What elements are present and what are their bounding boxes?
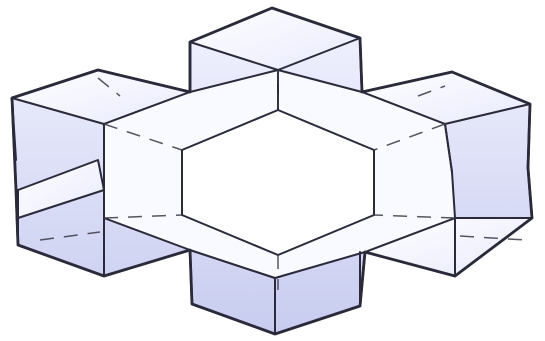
hexagon-cube-frame-figure [0,0,545,341]
